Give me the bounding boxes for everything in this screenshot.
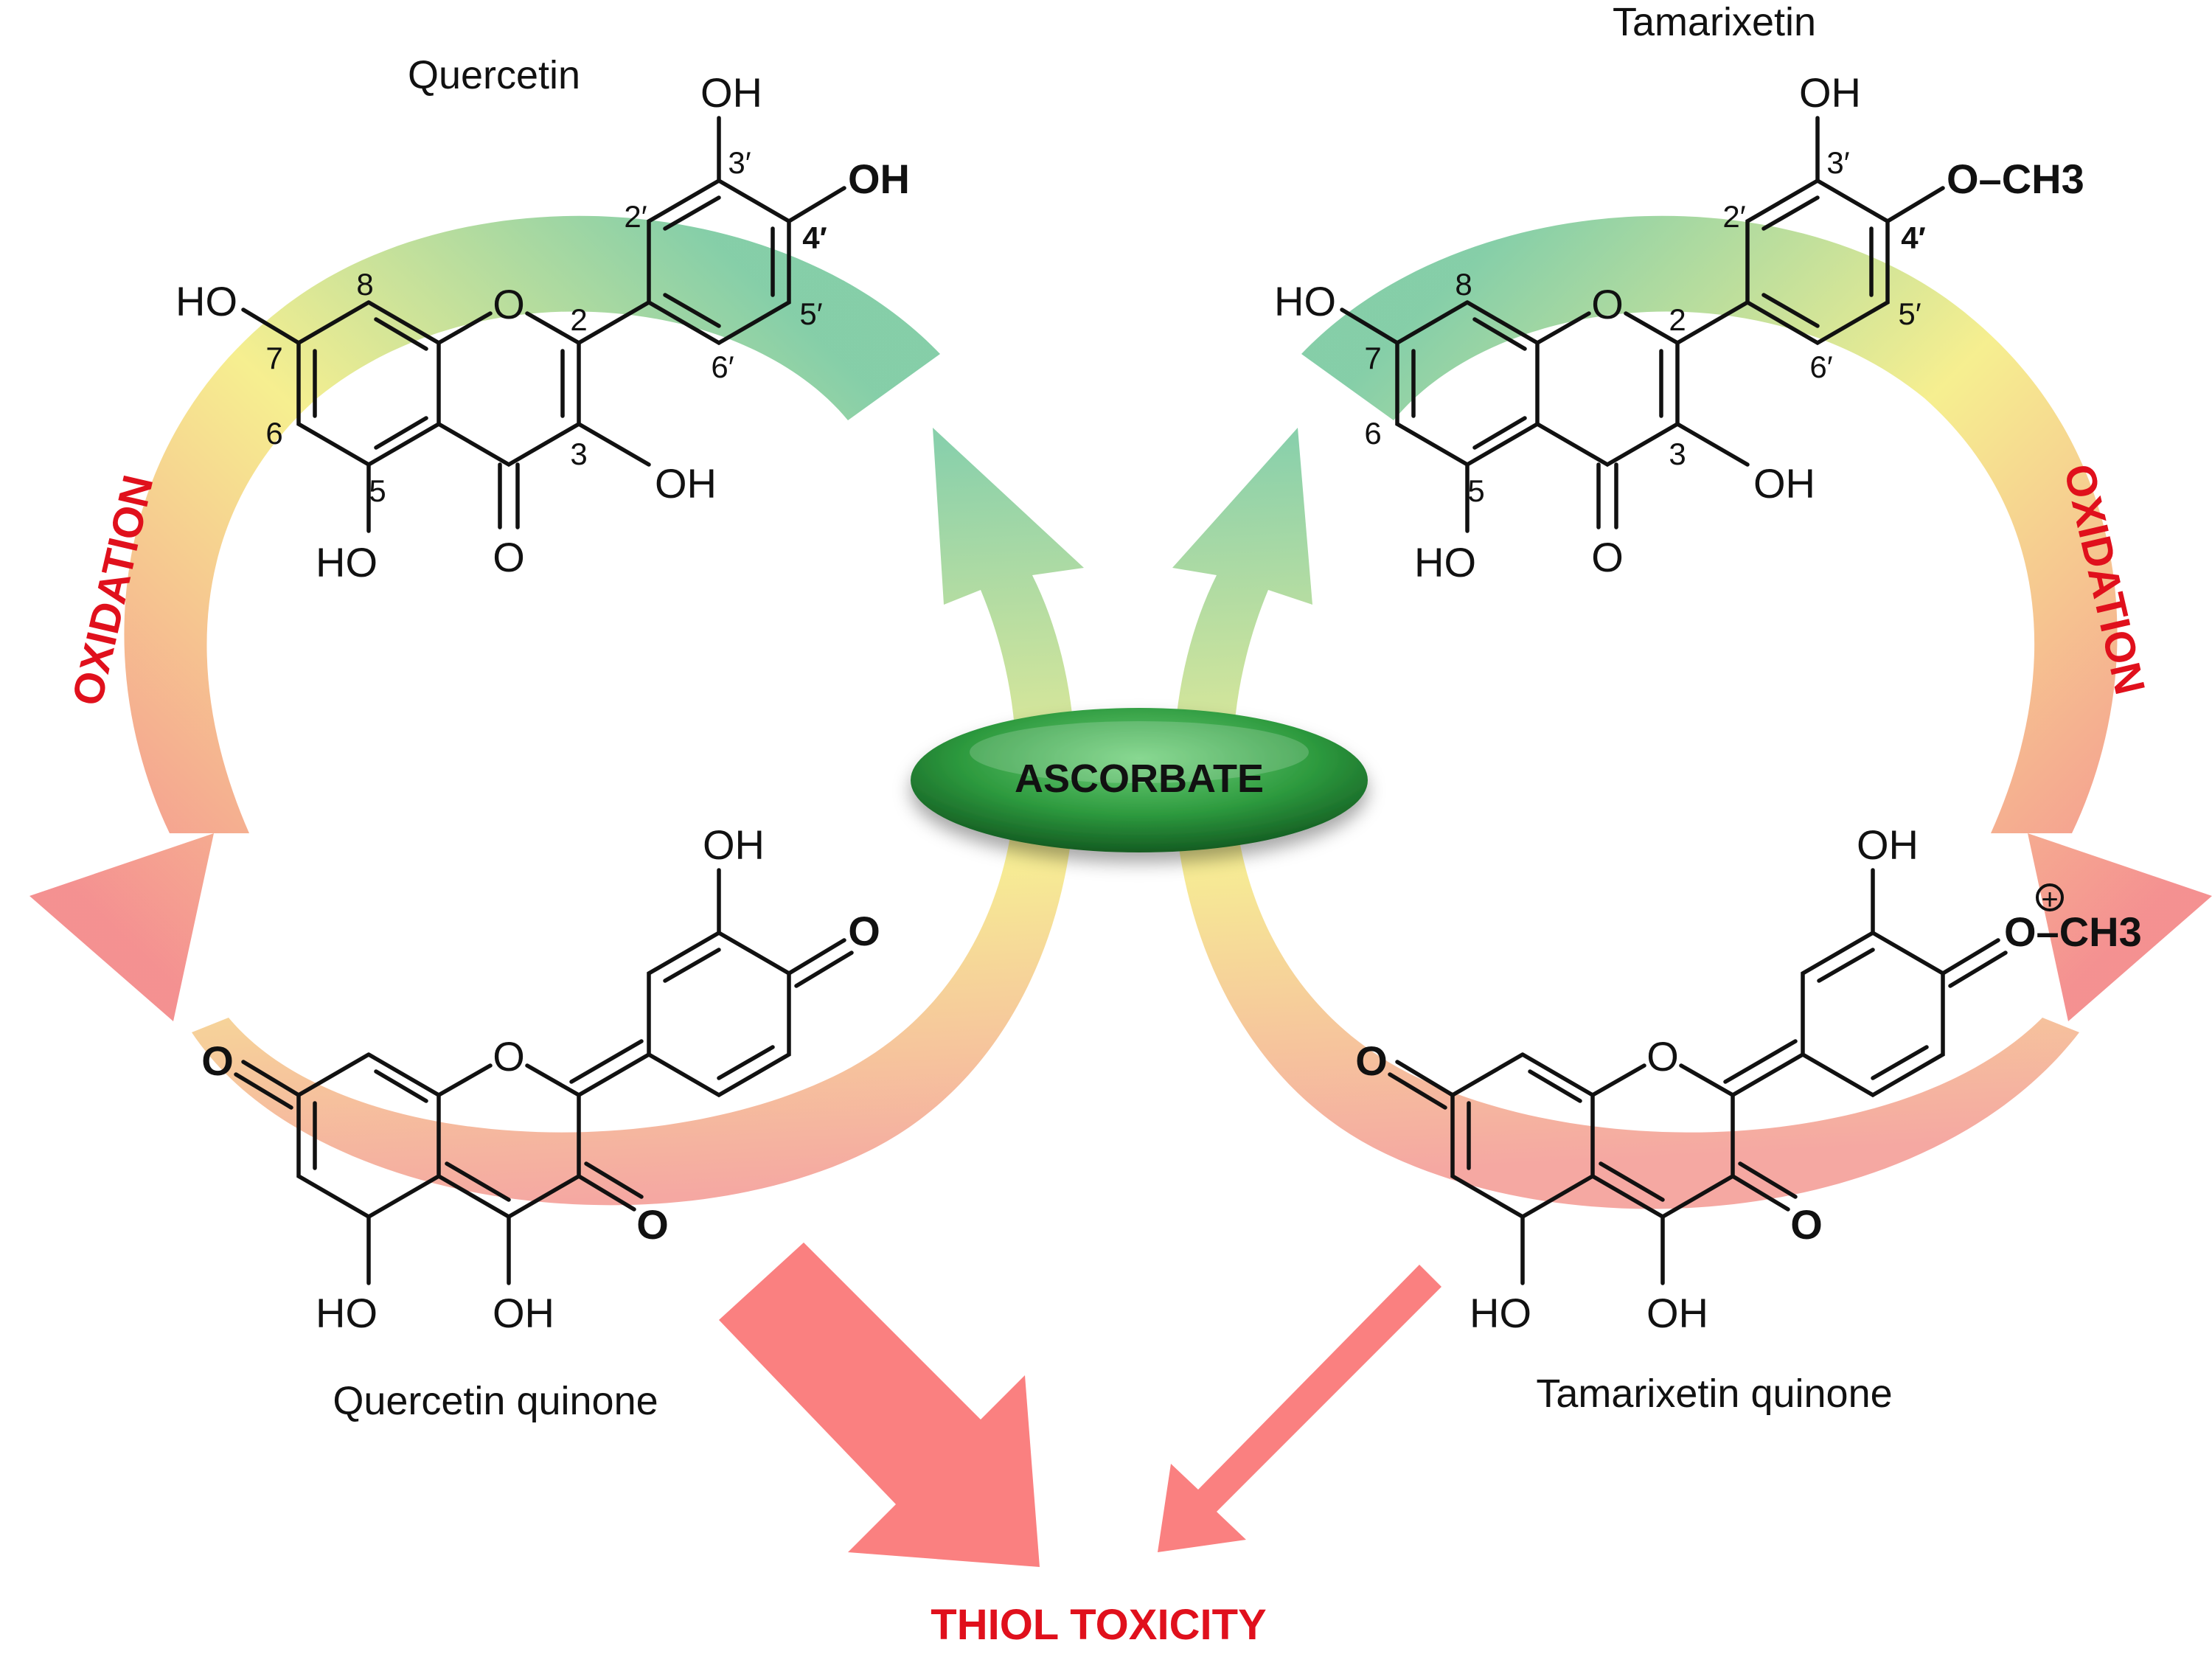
tamarixetin-ring-oxygen: O <box>1591 281 1624 327</box>
oxonium-charge-circle <box>2036 883 2064 911</box>
quercetin-quinone-3-oxo: O <box>636 1201 669 1248</box>
quercetin-quinone-structure: O O O HO OH OH O Quercetin quinone <box>201 821 880 1423</box>
tamarixetin-quinone-oxonium: O–CH3 <box>2004 908 2142 955</box>
toxicity-arrow-thick <box>719 1243 1040 1567</box>
ascorbate-ellipse <box>911 708 1368 852</box>
tamarixetin-quinone-title: Tamarixetin quinone <box>1536 1372 1892 1416</box>
tamarixetin-3p-oh: OH <box>1799 69 1861 116</box>
quercetin-pos-6p: 6′ <box>711 350 734 384</box>
tamarixetin-5-oh: HO <box>1414 539 1476 585</box>
thiol-toxicity-label: THIOL TOXICITY <box>931 1601 1266 1649</box>
quercetin-pos-5: 5 <box>369 473 386 508</box>
tamarixetin-quinone-7-oxo: O <box>1355 1038 1388 1084</box>
quercetin-carbonyl-o: O <box>493 534 525 580</box>
oxidation-arrow-left <box>29 215 940 1021</box>
tamarixetin-pos-7: 7 <box>1364 341 1381 375</box>
tamarixetin-pos-6: 6 <box>1364 416 1381 451</box>
quercetin-quinone-4-oh: OH <box>493 1290 554 1336</box>
tamarixetin-quinone-ring-oxygen: O <box>1646 1033 1679 1080</box>
tamarixetin-quinone-structure: O O O HO OH OH O–CH3 + Tamarixetin quino… <box>1355 821 2142 1416</box>
tamarixetin-pos-5: 5 <box>1467 473 1484 508</box>
quercetin-quinone-ring-oxygen: O <box>493 1033 525 1080</box>
quercetin-4p-oh: OH <box>848 156 910 202</box>
tamarixetin-pos-3p: 3′ <box>1826 145 1849 180</box>
quercetin-quinone-7-oxo: O <box>201 1038 234 1084</box>
quercetin-3-oh: OH <box>655 460 717 507</box>
ascorbate-label: ASCORBATE <box>1015 757 1264 801</box>
tamarixetin-pos-2: 2 <box>1669 302 1686 337</box>
quercetin-pos-3p: 3′ <box>728 145 751 180</box>
ascorbate-return-arrow-right <box>1172 428 2079 1209</box>
tamarixetin-quinone-5-oh: HO <box>1470 1290 1531 1336</box>
oxonium-charge-plus: + <box>2041 883 2058 916</box>
tamarixetin-carbonyl-o: O <box>1591 534 1624 580</box>
quercetin-pos-5p: 5′ <box>799 296 822 331</box>
tamarixetin-3-oh: OH <box>1753 460 1815 507</box>
quercetin-pos-6: 6 <box>265 416 282 451</box>
quercetin-title: Quercetin <box>408 53 580 97</box>
tamarixetin-pos-6p: 6′ <box>1809 350 1832 384</box>
tamarixetin-quinone-4-oh: OH <box>1646 1290 1708 1336</box>
tamarixetin-pos-3: 3 <box>1669 437 1686 471</box>
tamarixetin-quinone-3-oxo: O <box>1790 1201 1823 1248</box>
quercetin-pos-3: 3 <box>570 437 587 471</box>
tamarixetin-quinone-3p-oh: OH <box>1857 821 1919 868</box>
tamarixetin-pos-4p: 4′ <box>1901 220 1925 255</box>
quercetin-quinone-title: Quercetin quinone <box>333 1379 658 1423</box>
quercetin-3p-oh: OH <box>700 69 762 116</box>
quercetin-pos-7: 7 <box>265 341 282 375</box>
quercetin-5-oh: HO <box>316 539 378 585</box>
quercetin-7-oh: HO <box>175 278 237 324</box>
quercetin-structure: Quercetin O O OH HO HO OH OH 2 3 5 6 7 8… <box>175 53 910 585</box>
quercetin-pos-8: 8 <box>356 267 373 302</box>
tamarixetin-pos-5p: 5′ <box>1898 296 1921 331</box>
tamarixetin-methoxy-text: O–CH3 <box>1947 156 2084 202</box>
ascorbate-return-arrow-left <box>192 428 1084 1206</box>
tamarixetin-pos-2p: 2′ <box>1722 199 1745 234</box>
tamarixetin-pos-8: 8 <box>1455 267 1472 302</box>
tamarixetin-4p-methoxy: O–CH3 <box>1947 156 2084 202</box>
tamarixetin-title: Tamarixetin <box>1613 0 1816 44</box>
quercetin-ring-oxygen: O <box>493 281 525 327</box>
quercetin-quinone-3p-oh: OH <box>703 821 765 868</box>
quercetin-quinone-4p-oxo: O <box>848 908 880 954</box>
toxicity-arrow-thin <box>1158 1265 1441 1552</box>
quercetin-pos-4p: 4′ <box>802 220 827 255</box>
quercetin-pos-2p: 2′ <box>624 199 647 234</box>
tamarixetin-structure: Tamarixetin O O OH HO HO OH O–CH3 2 3 5 … <box>1274 0 2084 585</box>
quercetin-pos-2: 2 <box>570 302 587 337</box>
oxidation-arrow-right <box>1301 215 2212 1021</box>
quercetin-quinone-5-oh: HO <box>316 1290 378 1336</box>
tamarixetin-7-oh: HO <box>1274 278 1336 324</box>
